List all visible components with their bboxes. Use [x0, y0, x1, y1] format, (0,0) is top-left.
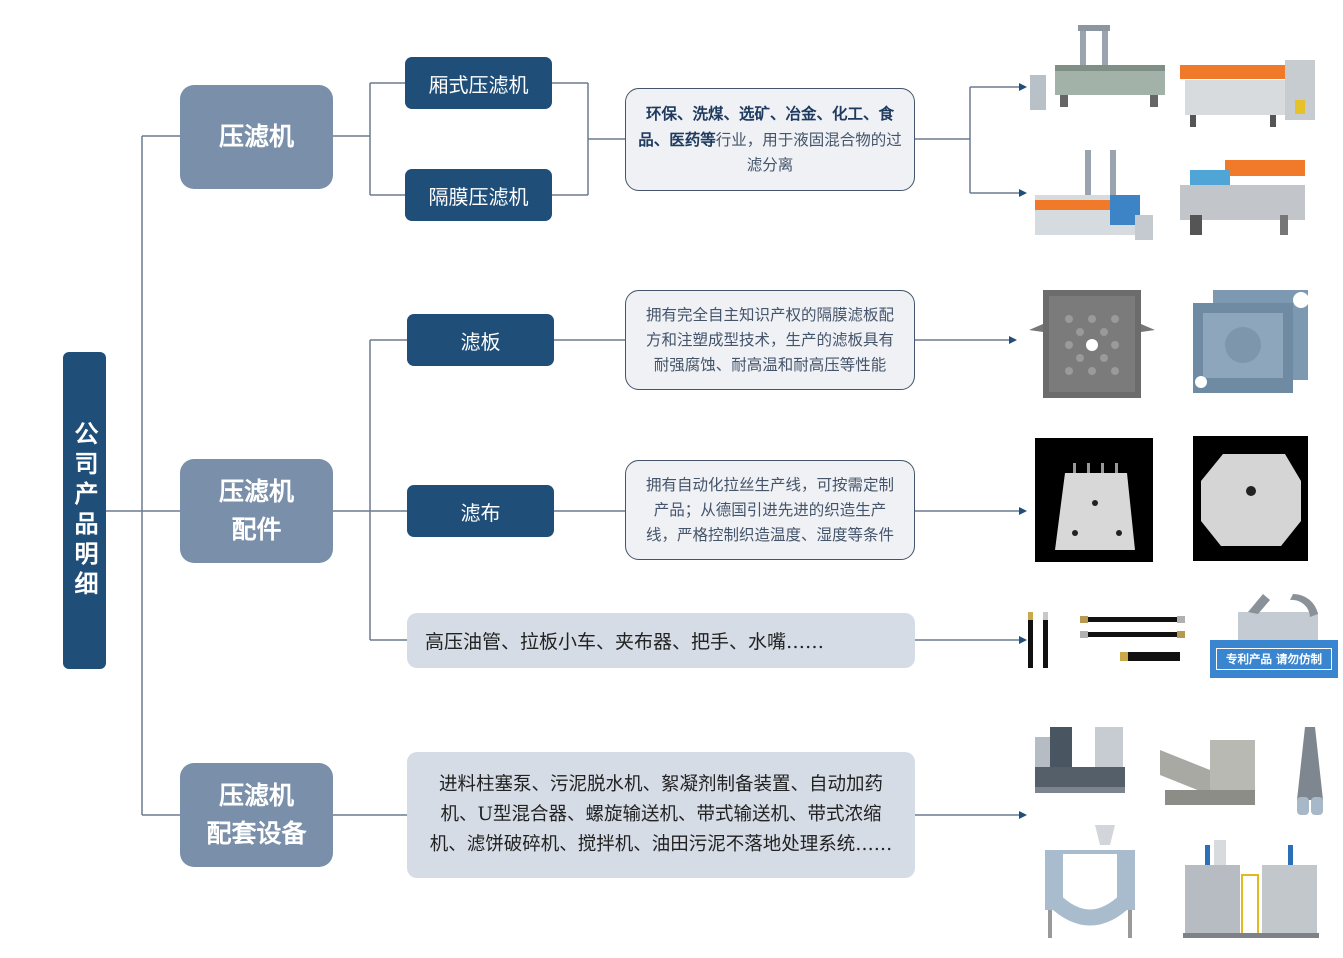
dosing-system-photo — [1183, 840, 1319, 938]
type-membrane-filter-press: 隔膜压滤机 — [405, 169, 552, 221]
patent-sign: 专利产品 请勿仿制 — [1216, 648, 1332, 670]
category-label-line1: 压滤机 — [218, 477, 294, 506]
sludge-dewatering-photo — [1160, 740, 1255, 805]
arrow-head — [1019, 189, 1027, 197]
arrow-head — [1009, 336, 1017, 344]
filter-press-description: 环保、洗煤、选矿、冶金、化工、食品、医药等行业，用于液固混合物的过滤分离 — [625, 88, 915, 191]
chamber-filter-press-photo — [1030, 25, 1165, 110]
category-filter-press: 压滤机 — [180, 85, 333, 189]
filter-cloth-square-photo — [1035, 438, 1153, 562]
filter-plate-description: 拥有完全自主知识产权的隔膜滤板配方和注塑成型技术，生产的滤板具有耐强腐蚀、耐高温… — [625, 290, 915, 390]
usage-text: 行业，用于液固混合物的过滤分离 — [715, 131, 902, 174]
screw-conveyor-photo — [1297, 727, 1323, 815]
auxiliary-equipment-text: 进料柱塞泵、污泥脱水机、絮凝剂制备装置、自动加药机、U型混合器、螺旋输送机、带式… — [429, 774, 893, 855]
other-accessories-text: 高压油管、拉板小车、夹布器、把手、水嘴…… — [425, 631, 825, 653]
arrow-head — [1019, 636, 1027, 644]
type-chamber-filter-press: 厢式压滤机 — [405, 57, 552, 109]
auxiliary-equipment-box: 进料柱塞泵、污泥脱水机、絮凝剂制备装置、自动加药机、U型混合器、螺旋输送机、带式… — [407, 752, 915, 878]
category-auxiliary: 压滤机 配套设备 — [180, 763, 333, 867]
plunger-pump-photo — [1035, 727, 1125, 793]
industries-text: 环保、洗煤、选矿、冶金、化工、食品、医药等 — [638, 104, 894, 149]
category-label-line2: 配件 — [231, 515, 282, 544]
membrane-filter-press-photo — [1035, 150, 1153, 240]
description-text: 拥有完全自主知识产权的隔膜滤板配方和注塑成型技术，生产的滤板具有耐强腐蚀、耐高温… — [645, 305, 894, 374]
hydraulic-hose-photo — [1028, 612, 1185, 668]
membrane-filter-press-orange-photo — [1180, 160, 1305, 235]
category-label: 压滤机 — [218, 122, 294, 151]
category-label-line1: 压滤机 — [218, 781, 294, 810]
description-text: 拥有自动化拉丝生产线，可按需定制产品；从德国引进先进的织造生产线，严格控制织造温… — [645, 475, 894, 544]
category-accessories: 压滤机 配件 — [180, 459, 333, 563]
type-label: 厢式压滤机 — [428, 72, 529, 97]
filter-plate-blue-photo — [1193, 290, 1309, 393]
filter-plate-gray-photo — [1029, 290, 1155, 398]
u-mixer-photo — [1045, 825, 1135, 938]
cloth-clamp-photo: 专利产品 请勿仿制 — [1208, 592, 1340, 682]
type-filter-cloth: 滤布 — [407, 485, 554, 537]
filter-cloth-description: 拥有自动化拉丝生产线，可按需定制产品；从德国引进先进的织造生产线，严格控制织造温… — [625, 460, 915, 560]
type-label: 滤布 — [460, 500, 501, 525]
type-label: 滤板 — [460, 329, 501, 354]
filter-cloth-octagon-photo — [1193, 436, 1308, 561]
root-node: 公司产品明细 — [63, 352, 106, 669]
category-label-line2: 配套设备 — [206, 819, 307, 848]
arrow-head — [1019, 811, 1027, 819]
clamp-illustration — [1210, 593, 1338, 678]
arrow-head — [1019, 507, 1027, 515]
other-accessories-box: 高压油管、拉板小车、夹布器、把手、水嘴…… — [407, 613, 915, 668]
chamber-filter-press-orange-photo — [1180, 60, 1315, 127]
root-label: 公司产品明细 — [70, 420, 99, 601]
arrow-head — [1019, 83, 1027, 91]
type-label: 隔膜压滤机 — [428, 184, 529, 209]
type-filter-plate: 滤板 — [407, 314, 554, 366]
